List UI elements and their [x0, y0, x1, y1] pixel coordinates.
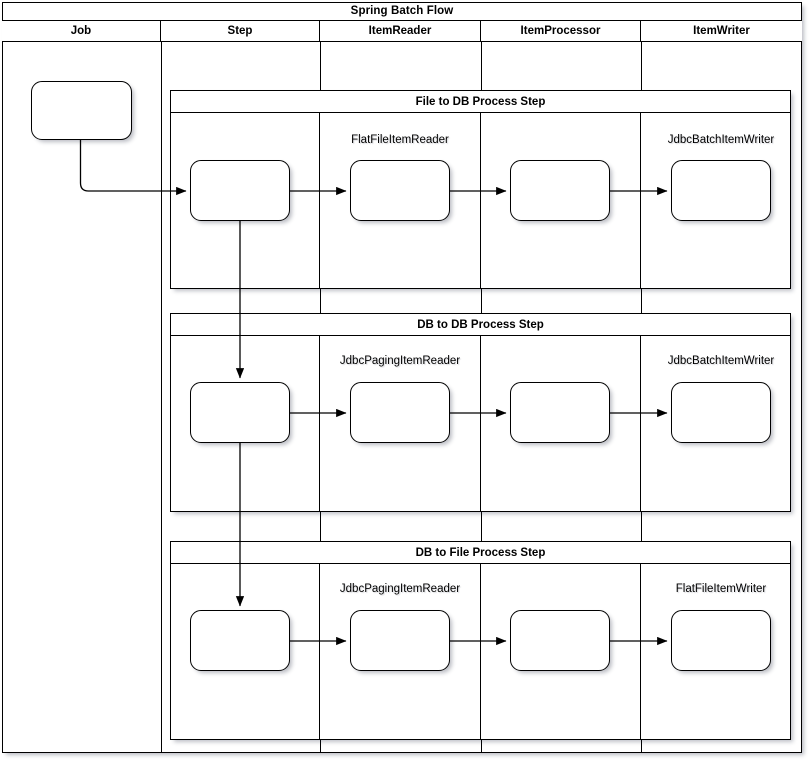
lane-header-step: Step — [161, 21, 320, 42]
task-itemwriter-file-to-db[interactable] — [671, 160, 771, 221]
task-job[interactable] — [31, 81, 132, 140]
task-itemreader-db-to-file[interactable] — [350, 610, 450, 671]
group-divider-step — [319, 335, 320, 511]
caption-writer-file-to-db: JdbcBatchItemWriter — [667, 134, 775, 146]
caption-writer-db-to-db: JdbcBatchItemWriter — [667, 355, 775, 367]
group-divider-reader — [480, 112, 481, 288]
group-title-file-to-db: File to DB Process Step — [171, 91, 790, 113]
group-divider-reader — [480, 335, 481, 511]
task-step-db-to-db[interactable] — [190, 382, 290, 443]
task-step-file-to-db[interactable] — [190, 160, 290, 221]
group-divider-processor — [640, 112, 641, 288]
task-itemprocessor-db-to-db[interactable] — [510, 382, 610, 443]
group-divider-reader — [480, 563, 481, 739]
caption-reader-file-to-db: FlatFileItemReader — [351, 134, 449, 146]
task-itemprocessor-db-to-file[interactable] — [510, 610, 610, 671]
lane-divider-job-step — [161, 42, 162, 753]
task-itemreader-file-to-db[interactable] — [350, 160, 450, 221]
task-itemreader-db-to-db[interactable] — [350, 382, 450, 443]
caption-reader-db-to-file: JdbcPagingItemReader — [339, 583, 461, 595]
group-divider-step — [319, 563, 320, 739]
diagram-title: Spring Batch Flow — [2, 2, 802, 21]
caption-writer-db-to-file: FlatFileItemWriter — [675, 583, 767, 595]
caption-reader-db-to-db: JdbcPagingItemReader — [339, 355, 461, 367]
lane-header-itemreader: ItemReader — [320, 21, 481, 42]
task-itemwriter-db-to-file[interactable] — [671, 610, 771, 671]
group-title-db-to-file: DB to File Process Step — [171, 542, 790, 564]
group-divider-processor — [640, 563, 641, 739]
task-itemwriter-db-to-db[interactable] — [671, 382, 771, 443]
lane-header-job: Job — [2, 21, 161, 42]
lane-header-itemprocessor: ItemProcessor — [481, 21, 641, 42]
group-divider-processor — [640, 335, 641, 511]
group-divider-step — [319, 112, 320, 288]
task-step-db-to-file[interactable] — [190, 610, 290, 671]
task-itemprocessor-file-to-db[interactable] — [510, 160, 610, 221]
lane-header-itemwriter: ItemWriter — [641, 21, 802, 42]
group-title-db-to-db: DB to DB Process Step — [171, 314, 790, 336]
